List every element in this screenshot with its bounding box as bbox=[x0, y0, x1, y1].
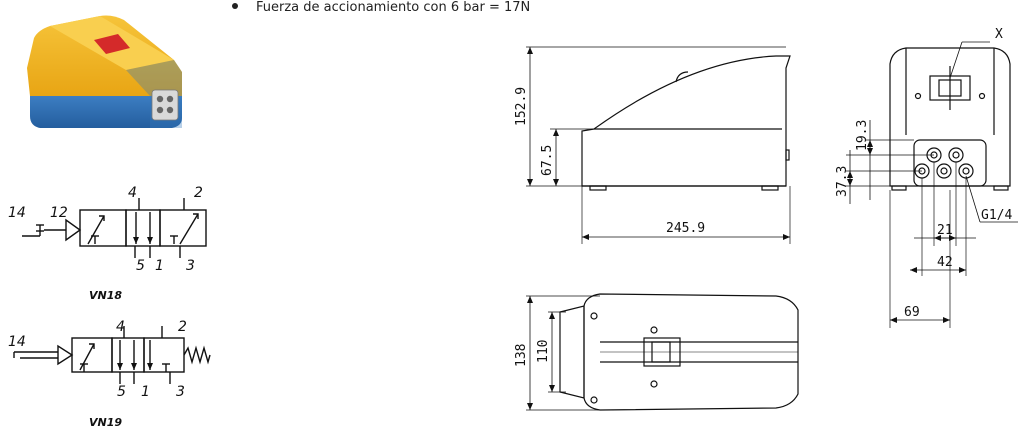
vn18-caption: VN18 bbox=[89, 289, 122, 302]
vn19-port-4: 4 bbox=[116, 319, 125, 335]
vn19-port-3: 3 bbox=[176, 384, 185, 400]
vn18-port-12: 12 bbox=[50, 205, 68, 221]
dim-height-base: 67.5 bbox=[540, 145, 555, 176]
red-lever bbox=[94, 34, 130, 54]
dim-length: 245.9 bbox=[666, 221, 705, 236]
vn19-caption: VN19 bbox=[89, 416, 122, 428]
vn19-port-5: 5 bbox=[117, 384, 126, 400]
schematic-vn19 bbox=[13, 326, 211, 384]
dim-height-total: 152.9 bbox=[514, 87, 529, 126]
spec-bullet: Fuerza de accionamiento con 6 bar = 17N bbox=[232, 0, 530, 15]
spec-bullet-text: Fuerza de accionamiento con 6 bar = 17N bbox=[256, 0, 531, 15]
dim-width-total: 138 bbox=[514, 344, 529, 367]
vn18-port-5: 5 bbox=[136, 258, 145, 274]
dim-19-3: 19.3 bbox=[855, 120, 870, 151]
thread-label: G1/4 bbox=[981, 208, 1012, 223]
schematic-vn18 bbox=[22, 198, 207, 258]
dim-spacing-21: 21 bbox=[937, 223, 953, 238]
dim-offset-69: 69 bbox=[904, 305, 920, 320]
dim-spacing-42: 42 bbox=[937, 255, 953, 270]
vn18-port-4: 4 bbox=[128, 185, 137, 201]
vn19-port-1: 1 bbox=[141, 384, 150, 400]
dim-37-3: 37.3 bbox=[835, 166, 850, 197]
dim-width-inner: 110 bbox=[536, 340, 551, 363]
bullet-dot-icon bbox=[232, 2, 238, 9]
product-photo bbox=[27, 15, 182, 128]
side-view-drawing bbox=[526, 46, 791, 244]
vn18-port-2: 2 bbox=[194, 185, 203, 201]
vn19-port-14: 14 bbox=[8, 334, 26, 350]
vn18-port-14: 14 bbox=[8, 205, 26, 221]
vn19-port-2: 2 bbox=[178, 319, 187, 335]
top-view-drawing bbox=[526, 293, 799, 411]
vn18-port-1: 1 bbox=[155, 258, 164, 274]
end-view-label-x: X bbox=[995, 27, 1003, 42]
end-view-drawing bbox=[846, 41, 1018, 328]
vn18-port-3: 3 bbox=[186, 258, 195, 274]
